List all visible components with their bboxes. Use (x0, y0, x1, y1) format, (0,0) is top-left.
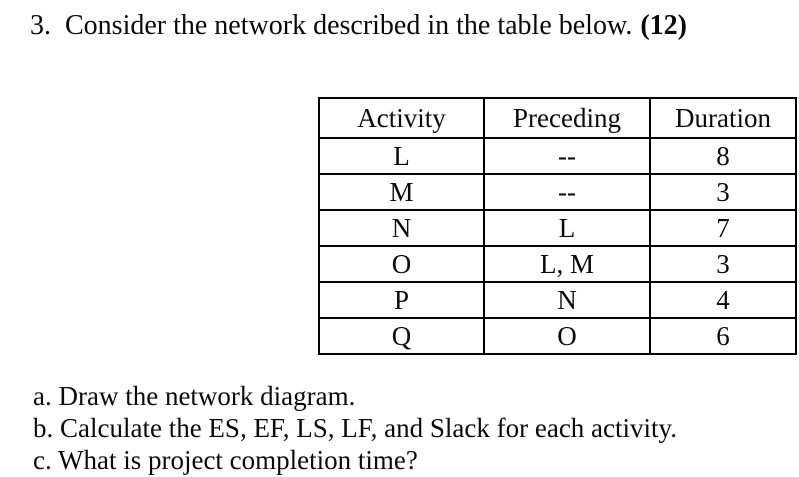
cell-preceding: L (483, 209, 651, 247)
cell-activity: Q (318, 317, 485, 355)
cell-duration: 3 (649, 173, 797, 211)
cell-preceding: N (483, 281, 651, 319)
cell-preceding: -- (483, 173, 651, 211)
activity-table: Activity Preceding Duration L -- 8 M -- … (318, 97, 797, 355)
cell-duration: 3 (649, 245, 797, 283)
cell-duration: 7 (649, 209, 797, 247)
problem-title: 3. Consider the network described in the … (30, 8, 687, 44)
cell-duration: 4 (649, 281, 797, 319)
problem-number: 3. (30, 10, 51, 41)
question-list: a. Draw the network diagram. b. Calculat… (33, 380, 677, 476)
question-c: c. What is project completion time? (33, 445, 418, 475)
cell-activity: L (318, 137, 485, 175)
cell-duration: 6 (649, 317, 797, 355)
cell-duration: 8 (649, 137, 797, 175)
cell-activity: M (318, 173, 485, 211)
question-a: a. Draw the network diagram. (33, 381, 356, 411)
header-preceding: Preceding (483, 97, 651, 139)
table-row: Q O 6 (318, 317, 797, 355)
cell-activity: P (318, 281, 485, 319)
cell-activity: N (318, 209, 485, 247)
header-activity: Activity (318, 97, 485, 139)
problem-statement: Consider the network described in the ta… (65, 10, 633, 41)
table-row: L -- 8 (318, 137, 797, 175)
table-header-row: Activity Preceding Duration (318, 97, 797, 139)
cell-activity: O (318, 245, 485, 283)
header-duration: Duration (649, 97, 797, 139)
table-row: P N 4 (318, 281, 797, 319)
question-b: b. Calculate the ES, EF, LS, LF, and Sla… (33, 413, 678, 443)
cell-preceding: O (483, 317, 651, 355)
table-row: O L, M 3 (318, 245, 797, 283)
cell-preceding: -- (483, 137, 651, 175)
problem-points: (12) (640, 10, 688, 41)
table-row: N L 7 (318, 209, 797, 247)
cell-preceding: L, M (483, 245, 651, 283)
table-row: M -- 3 (318, 173, 797, 211)
